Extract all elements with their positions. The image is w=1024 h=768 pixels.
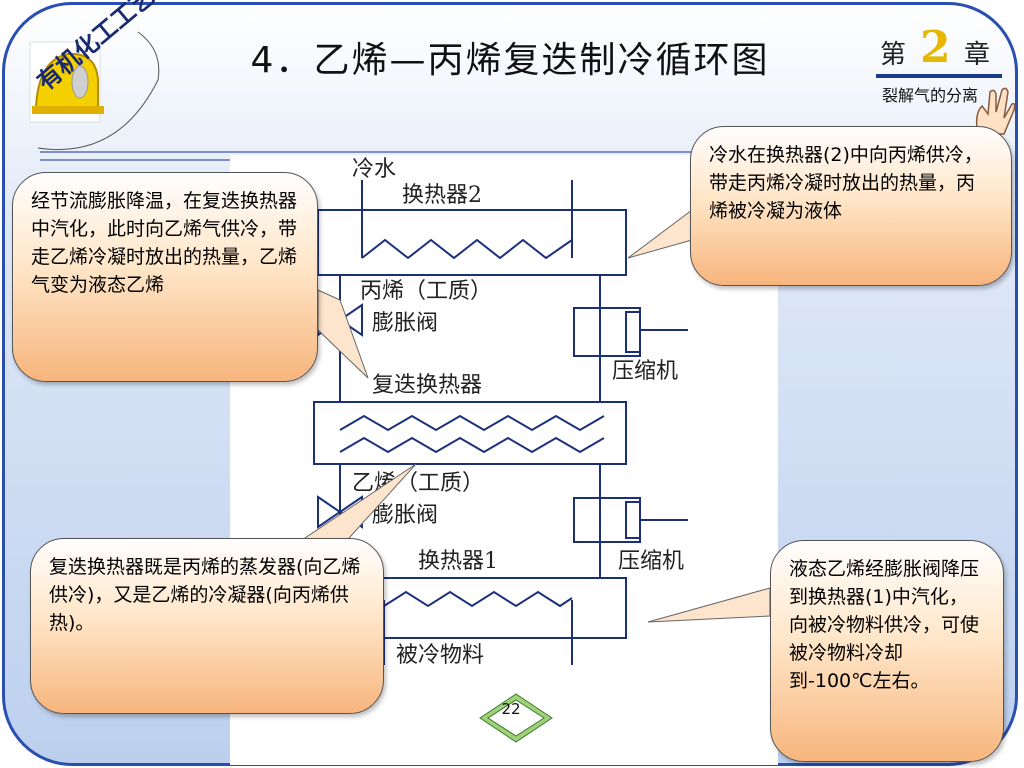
callout-left: 经节流膨胀降温，在复迭换热器中汽化，此时向乙烯气供冷，带走乙烯冷凝时放出的热量，… (12, 172, 318, 382)
callout-top-right: 冷水在换热器(2)中向丙烯供冷，带走丙烯冷凝时放出的热量，丙烯被冷凝为液体 (690, 126, 1012, 286)
cascade-coil-bottom (339, 436, 605, 454)
cascade-coil-top (339, 414, 605, 432)
chapter-subtitle: 裂解气的分离 (882, 86, 979, 105)
page-number: 22 (501, 700, 521, 718)
callout-bottom-left: 复迭换热器既是丙烯的蒸发器(向乙烯供冷)，又是乙烯的冷凝器(向丙烯供热)。 (30, 538, 384, 714)
label-propylene-medium: 丙烯（工质） (360, 279, 492, 304)
exchanger2-coil (361, 238, 573, 260)
logo (29, 31, 160, 151)
label-cold-water: 冷水 (352, 157, 396, 182)
label-expansion-valve-top: 膨胀阀 (372, 311, 438, 336)
callout-top-right-pointer (627, 209, 693, 259)
label-ethylene-medium: 乙烯（工质） (352, 471, 484, 496)
expansion-valve-top-icon-b (338, 303, 363, 337)
label-exchanger2: 换热器2 (402, 183, 482, 208)
page-number-diamond (479, 693, 553, 743)
exchanger1-coil (383, 590, 573, 608)
compressor-bottom-piston (625, 501, 641, 539)
chapter-number: 2 (920, 22, 951, 73)
label-expansion-valve-bottom: 膨胀阀 (372, 503, 438, 528)
expansion-valve-bottom-icon (317, 495, 342, 529)
hand-icon (975, 87, 1016, 135)
cascade-exchanger-box (313, 401, 627, 465)
slide-title: 4．乙烯—丙烯复迭制冷循环图 (250, 40, 770, 81)
label-cascade-exchanger: 复迭换热器 (372, 373, 482, 398)
label-compressor-top: 压缩机 (612, 359, 678, 384)
callout-bottom-right: 液态乙烯经膨胀阀降压到换热器(1)中汽化，向被冷物料供冷，可使被冷物料冷却到-1… (770, 540, 1004, 762)
exchanger2-box (317, 209, 627, 276)
chapter-underline (876, 74, 1002, 78)
callout-left-pointer (317, 289, 369, 379)
label-cooled-material: 被冷物料 (396, 643, 484, 668)
label-compressor-bottom: 压缩机 (618, 549, 684, 574)
label-exchanger1: 换热器1 (418, 549, 498, 574)
chapter-prefix: 第 (880, 40, 907, 70)
callout-bottom-right-pointer (647, 587, 771, 623)
chapter-suffix: 章 (964, 40, 991, 70)
compressor-top-piston (625, 311, 641, 353)
